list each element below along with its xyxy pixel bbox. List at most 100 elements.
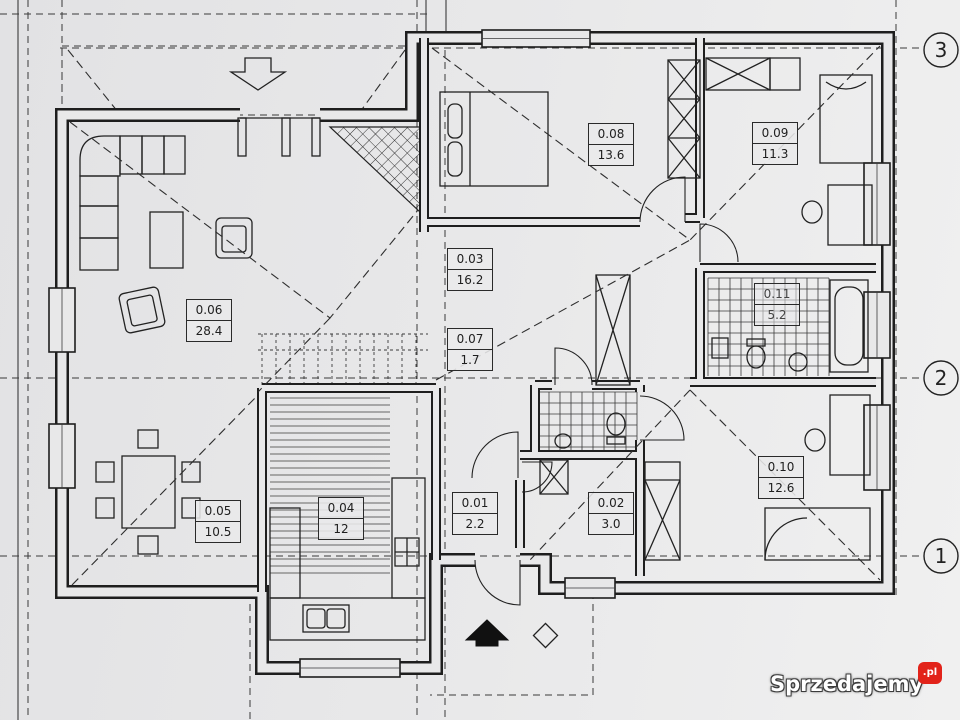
- terrace-outline: [430, 591, 594, 696]
- axis-circle: [923, 360, 959, 396]
- room-label-0-02: 0.02 3.0: [588, 492, 634, 535]
- room-label-0-04: 0.04 12: [318, 497, 364, 540]
- kitchen-counter: [269, 597, 426, 641]
- room-area: 10.5: [204, 525, 232, 539]
- room-number: 0.06: [187, 300, 231, 321]
- toilet-tank: [606, 436, 626, 445]
- bed-fold-line: [764, 517, 808, 561]
- pillow: [447, 141, 463, 177]
- room-area: 2.2: [465, 517, 485, 531]
- toilet-tank: [746, 338, 766, 347]
- bed: [439, 91, 549, 187]
- hall-closet: [595, 274, 631, 386]
- toilet-icon: [606, 412, 626, 436]
- watermark-badge: .pl: [918, 662, 942, 684]
- chair-icon: [801, 200, 823, 224]
- wardrobe: [667, 59, 701, 179]
- door-swing-0-09: [699, 223, 739, 263]
- sofa-cushion: [79, 237, 119, 271]
- door-swing-0-07: [554, 347, 593, 386]
- dining-table: [121, 455, 176, 529]
- desk: [827, 184, 873, 246]
- sink-bowl: [306, 608, 326, 629]
- door-swing-0-10: [639, 395, 685, 441]
- washing-machine-cross: [539, 459, 569, 495]
- windows: [48, 29, 891, 678]
- kitchen-counter: [269, 507, 301, 599]
- cabinet: [711, 337, 729, 359]
- wardrobe: [644, 461, 681, 561]
- terrace-door: [237, 117, 321, 157]
- room-number: 0.08: [589, 124, 633, 145]
- dining-chair: [137, 535, 159, 555]
- stove-burners: [395, 538, 419, 566]
- bed: [764, 507, 871, 561]
- room-label-0-08: 0.08 13.6: [588, 123, 634, 166]
- roof-hip-line: [71, 394, 259, 586]
- axis-marker-3: 3: [923, 32, 959, 68]
- room-label-0-05: 0.05 10.5: [195, 500, 241, 543]
- roof-hip-line: [529, 389, 691, 561]
- room-area: 3.0: [601, 517, 621, 531]
- sofa-cushion: [163, 135, 186, 175]
- pillow: [447, 103, 463, 139]
- room-area: 28.4: [195, 324, 223, 338]
- axis-marker-2: 2: [923, 360, 959, 396]
- axis-circle: [923, 32, 959, 68]
- washbasin-icon: [788, 352, 808, 372]
- axis-marker-1: 1: [923, 538, 959, 574]
- dining-0-05-furniture: [95, 429, 201, 555]
- room-label-0-03: 0.03 16.2: [447, 248, 493, 291]
- washbasin-icon: [554, 433, 572, 449]
- room-number: 0.10: [759, 457, 803, 478]
- washing-machine: [539, 459, 569, 495]
- door-swing-0-08: [639, 176, 686, 223]
- bedroom-0-09-furniture: [705, 57, 873, 246]
- living-0-06-furniture: [79, 135, 253, 334]
- roof-hip-line: [257, 317, 331, 393]
- kitchen-counter: [391, 477, 426, 599]
- wardrobe-cross: [705, 57, 771, 91]
- room-label-0-01: 0.01 2.2: [452, 492, 498, 535]
- bathtub: [829, 279, 869, 373]
- shelf: [769, 57, 801, 91]
- watermark-text: Sprzedajemy: [770, 672, 924, 696]
- room-area: 1.7: [460, 353, 480, 367]
- bathtub-basin: [834, 286, 864, 366]
- room-number: 0.01: [453, 493, 497, 514]
- wardrobe-cross: [644, 479, 681, 561]
- room-number: 0.05: [196, 501, 240, 522]
- chimney-hatch: [328, 126, 421, 214]
- room-area: 5.2: [767, 308, 787, 322]
- entrance-marker-square: [532, 622, 559, 649]
- room-number: 0.07: [448, 329, 492, 350]
- door-swing-entrance: [474, 559, 521, 606]
- sink-icon: [302, 604, 350, 633]
- roof-overhang-outline: [61, 45, 413, 116]
- wardrobe-cross: [667, 59, 701, 179]
- sofa-cushion: [79, 205, 119, 239]
- sofa-corner: [79, 135, 121, 177]
- room-number: 0.11: [755, 284, 799, 305]
- room-number: 0.04: [319, 498, 363, 519]
- bathroom-0-11-fixtures: [711, 279, 869, 373]
- door-swing-0-02: [521, 461, 553, 493]
- sofa-cushion: [141, 135, 165, 175]
- room-area: 11.3: [761, 147, 789, 161]
- roof-hip-line: [431, 45, 881, 241]
- dining-chair: [95, 461, 115, 483]
- room-area: 12.6: [767, 481, 795, 495]
- armchair-rotated: [118, 286, 166, 334]
- bed-pillow: [825, 81, 867, 90]
- dining-chair: [137, 429, 159, 449]
- wardrobe: [829, 394, 871, 476]
- bedroom-0-08-furniture: [439, 59, 701, 187]
- room-area: 13.6: [597, 148, 625, 162]
- sofa-cushion: [79, 175, 119, 207]
- room-area: 16.2: [456, 273, 484, 287]
- coffee-table: [149, 211, 184, 269]
- room-label-0-10: 0.10 12.6: [758, 456, 804, 499]
- armchair-seat: [221, 225, 247, 253]
- sink-bowl: [326, 608, 346, 629]
- kitchen-0-04-fixtures: [269, 477, 426, 641]
